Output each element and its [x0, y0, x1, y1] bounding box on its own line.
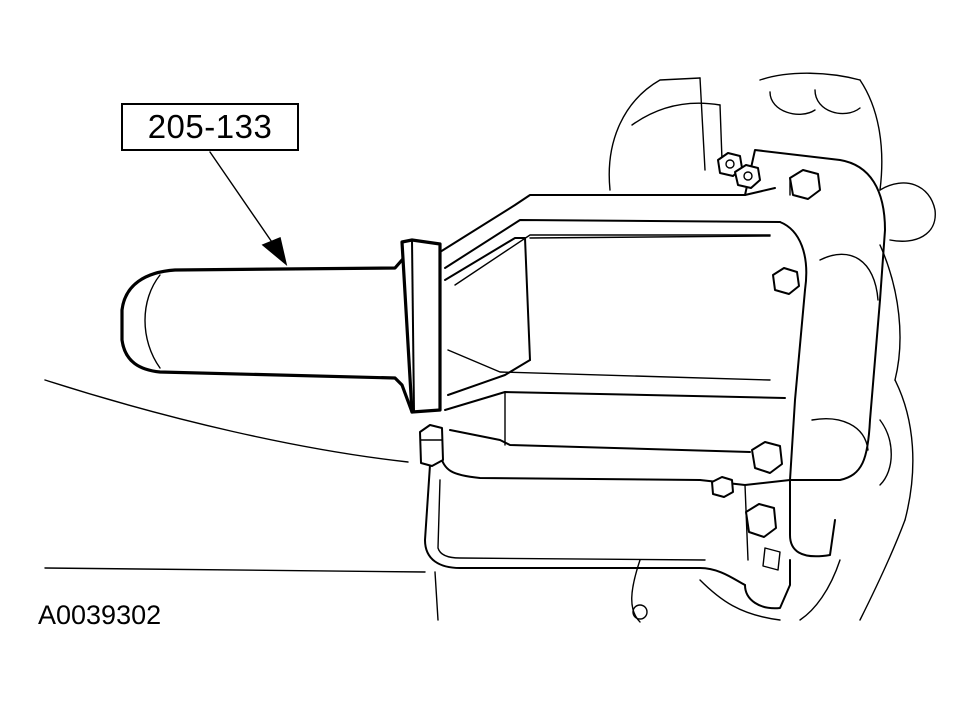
special-tool-205-133	[120, 238, 442, 414]
axle-housing	[424, 149, 886, 610]
hex-bolts	[419, 152, 821, 538]
tool-callout-label: 205-133	[121, 103, 299, 151]
background-engine-components	[434, 72, 936, 623]
figure-id-label: A0039302	[38, 600, 162, 630]
background-contour-lines	[44, 379, 426, 573]
callout-leader-arrow	[209, 151, 288, 266]
